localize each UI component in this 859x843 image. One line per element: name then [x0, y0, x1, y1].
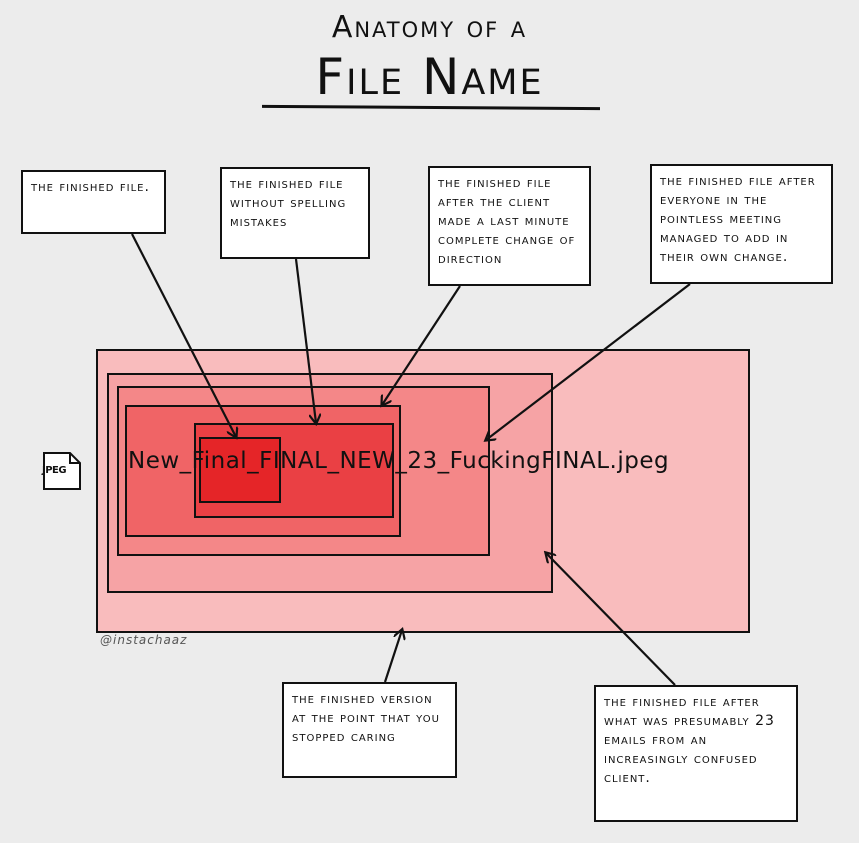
- box-finished-file: [199, 437, 281, 503]
- callout-23-emails: The finished file after what was presuma…: [594, 685, 798, 822]
- arrow-change-of-direction: [382, 285, 461, 405]
- arrow-finished-file: [131, 233, 236, 437]
- file-name-text: New_Final_FINAL_NEW_23_FuckingFINAL.jpeg: [128, 448, 670, 474]
- callout-no-spelling-mistakes: The finished file without spelling mista…: [220, 167, 370, 259]
- arrow-stopped-caring: [383, 630, 402, 683]
- arrow-no-spelling-mistakes: [294, 258, 316, 423]
- arrow-23-emails: [546, 553, 676, 686]
- title-line-2: File Name: [315, 48, 544, 106]
- callout-pointless-meeting: The finished file after everyone in the …: [650, 164, 833, 284]
- file-icon-label: JPEG: [42, 465, 67, 476]
- artist-credit: @instachaaz: [100, 633, 188, 647]
- callout-change-of-direction: The finished file after the client made …: [428, 166, 591, 286]
- callout-finished-file: The finished file.: [21, 170, 166, 234]
- callout-stopped-caring: The finished version at the point that y…: [282, 682, 457, 778]
- file-icon: [43, 452, 81, 490]
- title-line-1: Anatomy of a: [331, 10, 528, 45]
- arrow-pointless-meeting: [486, 283, 691, 440]
